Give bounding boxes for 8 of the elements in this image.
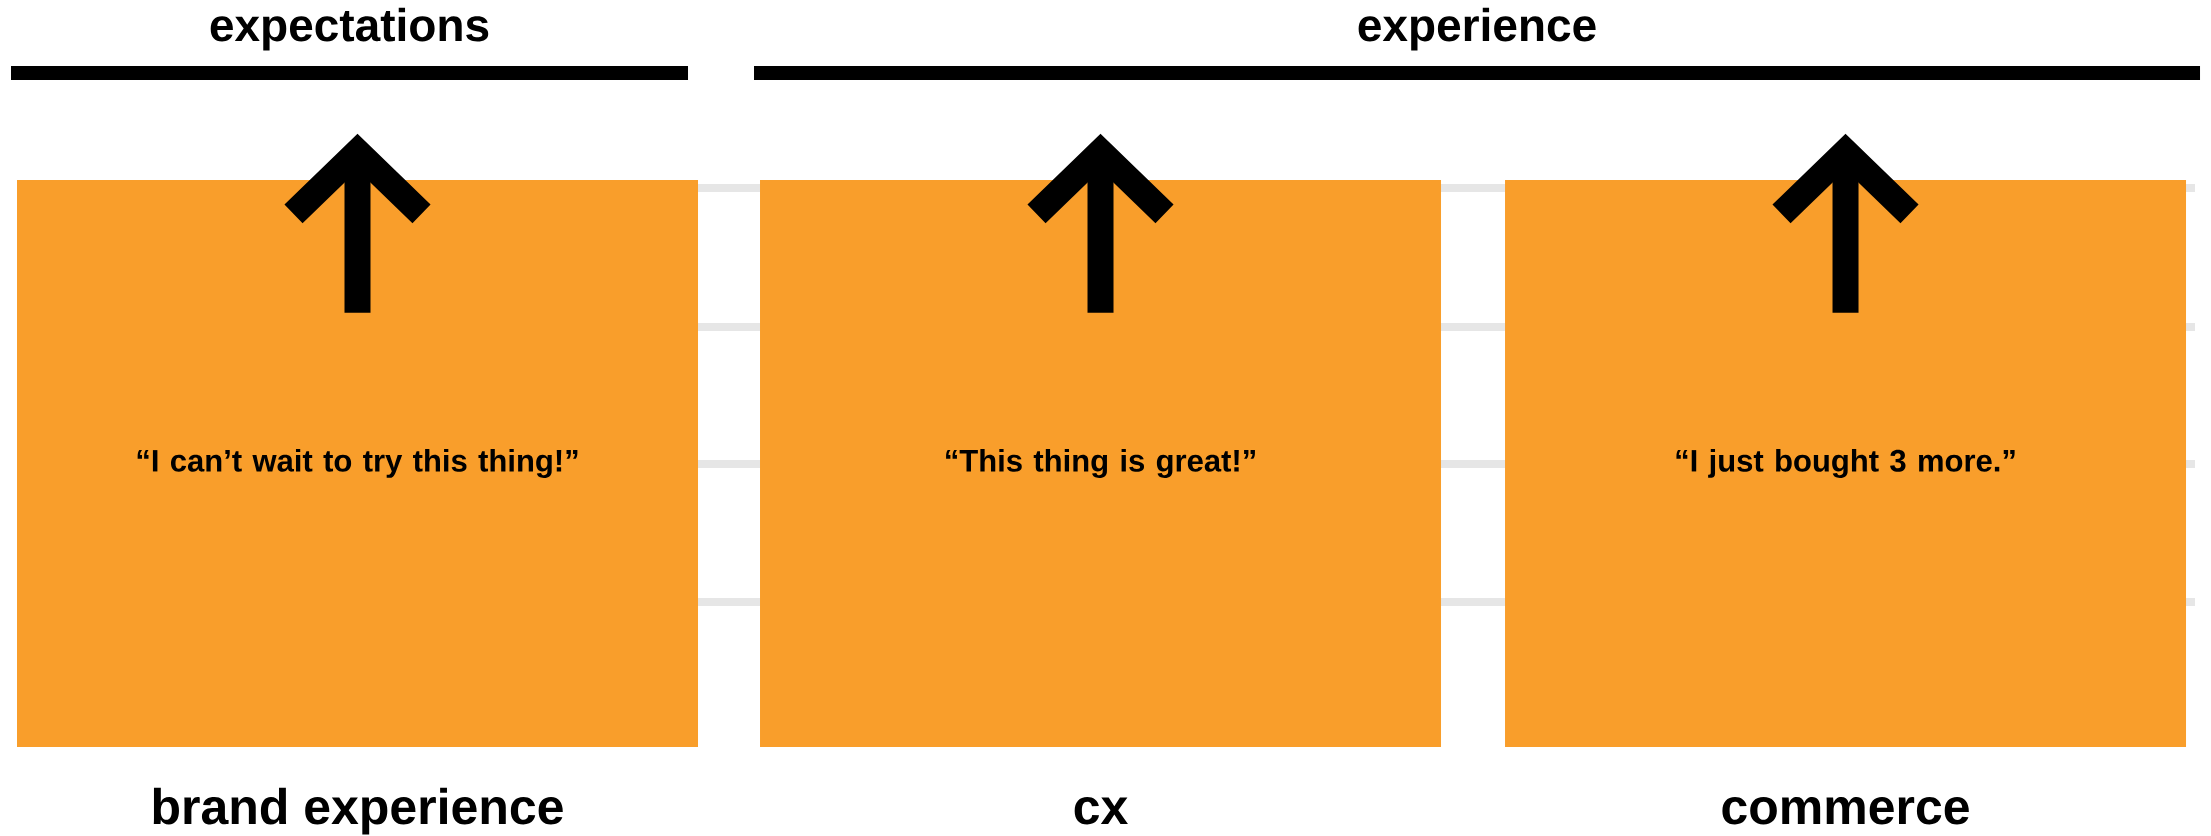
column-label: brand experience [153,787,563,835]
heading: experience [1358,7,1596,51]
column-label: commerce [1722,797,1969,825]
quote-card: “I just bought 3 more.” [1505,180,2186,747]
quote-card: “This thing is great!” [760,180,1441,747]
quote-card: “I can’t wait to try this thing!” [17,180,698,747]
heading: expectations [210,7,489,51]
column-label: cx [1074,797,1128,825]
